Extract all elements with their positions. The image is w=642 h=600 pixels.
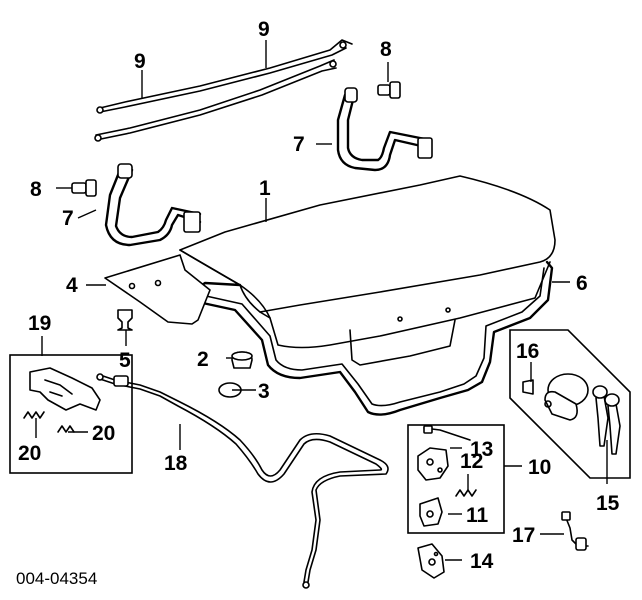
- callout-14: 14: [470, 550, 494, 573]
- lock-latch: [417, 543, 445, 579]
- release-cable: [96, 373, 389, 589]
- reference-code: 004-04354: [16, 569, 97, 588]
- lock-spring: [455, 489, 477, 497]
- callout-5: 5: [119, 349, 131, 372]
- callout-11: 11: [466, 504, 489, 527]
- hinge-bolt-upper: [377, 81, 401, 99]
- callout-8-right: 8: [380, 38, 392, 61]
- callout-19: 19: [28, 312, 51, 335]
- callout-1: 1: [259, 177, 271, 200]
- callout-6: 6: [576, 272, 588, 295]
- keys: [592, 385, 621, 455]
- callout-17: 17: [512, 524, 535, 547]
- wire-harness: [561, 511, 589, 551]
- callout-15: 15: [596, 492, 620, 515]
- release-lever: [29, 367, 101, 411]
- leader-lines: [35, 40, 608, 561]
- callout-12: 12: [460, 450, 483, 473]
- callout-3: 3: [258, 380, 270, 403]
- lever-spring-lower: [57, 425, 75, 433]
- callout-13: 13: [470, 438, 493, 461]
- callout-20-right: 20: [92, 422, 115, 445]
- bumper-stop: [231, 351, 253, 369]
- lock-rod: [423, 425, 471, 441]
- callout-labels: 1 2 3 4 5 6 7 7 8 8 9 9 10 11 12 13 14 1…: [18, 18, 620, 573]
- lock-striker: [419, 497, 443, 527]
- lever-assembly-box: [9, 354, 133, 474]
- cylinder-clip: [522, 379, 534, 395]
- lock-assembly-box: [407, 424, 505, 534]
- callout-7-left: 7: [62, 207, 74, 230]
- trunk-lid: [179, 175, 556, 366]
- lining-clip: [117, 309, 133, 331]
- lock-actuator: [417, 447, 449, 481]
- callout-7-right: 7: [293, 133, 305, 156]
- callout-4: 4: [66, 274, 78, 297]
- cylinder-box: [509, 329, 631, 479]
- callout-2: 2: [197, 348, 209, 371]
- callout-18: 18: [164, 452, 188, 475]
- callout-8-left: 8: [30, 178, 42, 201]
- hinge-bolt-left: [71, 179, 97, 197]
- lid-lining: [104, 254, 211, 325]
- callout-10: 10: [528, 456, 551, 479]
- lever-spring-upper: [23, 411, 45, 419]
- callout-9-left: 9: [134, 50, 146, 73]
- torsion-bars: [94, 39, 353, 142]
- callout-9-right: 9: [258, 18, 270, 41]
- hinge-left: [104, 163, 202, 247]
- callout-16: 16: [516, 340, 539, 363]
- lock-cylinder: [544, 373, 589, 421]
- callout-20-left: 20: [18, 442, 41, 465]
- hinge-right: [336, 87, 433, 172]
